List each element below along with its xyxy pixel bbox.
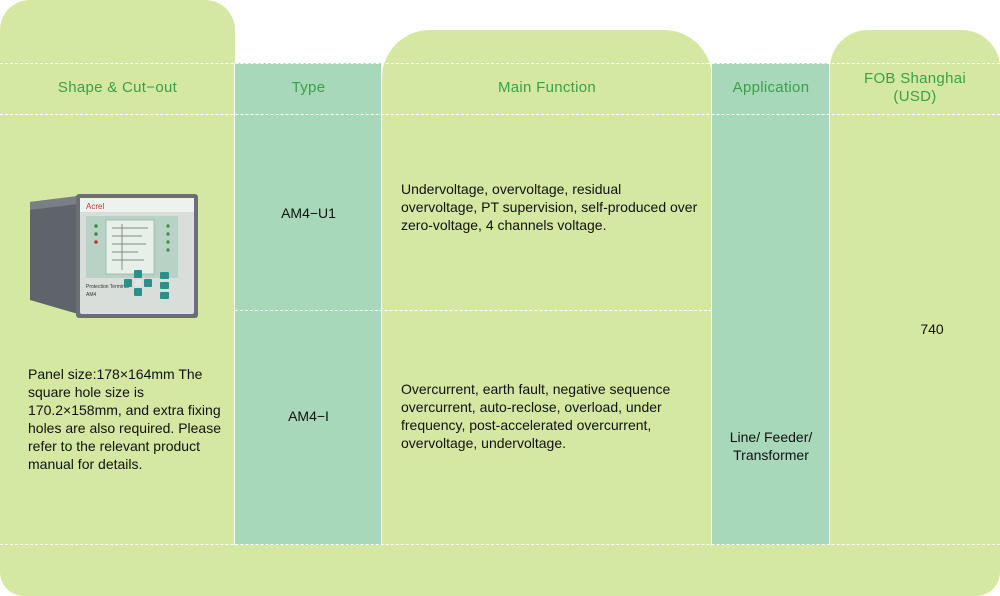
header-shape: Shape & Cut−out [57, 79, 178, 96]
column-fob [830, 30, 1000, 545]
header-fob: FOB Shanghai (USD) [864, 70, 966, 105]
column-function [382, 30, 712, 545]
device-brand: Acrel [86, 202, 104, 211]
price-cell: 740 [920, 321, 944, 337]
type-cell-row-1: AM4−U1 [281, 205, 336, 221]
header-type: Type [291, 79, 326, 96]
device-icon: Acrel Protection Terminal AM4 [30, 194, 198, 318]
header-separator [0, 63, 1000, 64]
column-application [712, 63, 830, 545]
device-model: AM4 [86, 292, 97, 298]
header-main-function: Main Function [497, 79, 597, 96]
column-divider [381, 63, 382, 545]
device-label: Protection Terminal [86, 284, 129, 290]
function-cell-row-2: Overcurrent, earth fault, negative seque… [401, 381, 671, 451]
column-divider [234, 63, 235, 545]
column-divider [829, 63, 830, 545]
header-application: Application [732, 79, 810, 96]
function-cell-row-1: Undervoltage, overvoltage, residual over… [401, 181, 698, 233]
column-divider [711, 63, 712, 545]
row-separator [235, 310, 712, 311]
header-separator [0, 114, 1000, 115]
shape-description: Panel size:178×164mm The square hole siz… [28, 366, 222, 472]
application-cell: Line/ Feeder/ Transformer [729, 429, 813, 463]
column-type [235, 63, 382, 545]
footer-band [0, 543, 1000, 596]
footer-separator [0, 544, 1000, 545]
type-cell-row-2: AM4−I [288, 408, 329, 424]
product-image: Acrel Protection Terminal AM4 [30, 190, 200, 320]
